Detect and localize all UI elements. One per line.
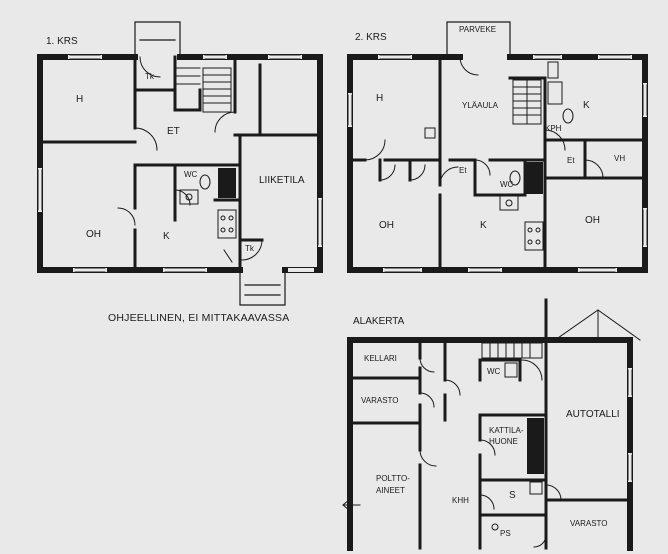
room-label-tk-bottom: Tk xyxy=(245,244,254,253)
room-label-kattila-line2: HUONE xyxy=(489,437,518,446)
room-label-et-left: Et xyxy=(459,166,467,175)
room-label-h-first: H xyxy=(76,94,84,105)
room-label-tk-top: Tk xyxy=(145,72,154,81)
room-label-kattila-line1: KATTILA- xyxy=(489,426,524,435)
second-floor-plan xyxy=(347,21,648,273)
room-label-wc-first: WC xyxy=(184,170,198,179)
room-label-wc-second: WC xyxy=(500,180,514,189)
room-label-parveke: PARVEKE xyxy=(459,25,497,34)
room-label-oh-first: OH xyxy=(86,229,101,240)
room-label-ylaaula: YLÄAULA xyxy=(462,101,499,110)
room-label-wc-basement: WC xyxy=(487,367,501,376)
first-floor-title: 1. KRS xyxy=(46,36,78,47)
room-label-k-top: K xyxy=(583,100,590,111)
basement-title: ALAKERTA xyxy=(353,316,405,327)
room-label-khh: KHH xyxy=(452,496,469,505)
second-floor-title: 2. KRS xyxy=(355,32,387,43)
room-label-et-first: ET xyxy=(167,126,180,137)
first-floor-plan xyxy=(37,21,323,306)
room-label-kellari: KELLARI xyxy=(364,354,397,363)
scale-note: OHJEELLINEN, EI MITTAKAAVASSA xyxy=(108,312,290,324)
room-label-poltto-line2: AINEET xyxy=(376,486,405,495)
basement-plan xyxy=(342,298,641,551)
room-label-varasto-left: VARASTO xyxy=(361,396,399,405)
room-label-k-first: K xyxy=(163,231,170,242)
room-label-oh-left: OH xyxy=(379,220,394,231)
room-label-poltto-line1: POLTTO- xyxy=(376,474,410,483)
room-label-kph: KPH xyxy=(545,124,562,133)
room-label-liiketila: LIIKETILA xyxy=(259,175,305,186)
room-label-ps: PS xyxy=(500,529,511,538)
room-label-vh: VH xyxy=(614,154,626,163)
room-label-oh-right: OH xyxy=(585,215,600,226)
room-label-et-right: Et xyxy=(567,156,575,165)
room-label-varasto-right: VARASTO xyxy=(570,519,608,528)
room-label-k-second: K xyxy=(480,220,487,231)
room-label-autotalli: AUTOTALLI xyxy=(566,409,620,420)
room-label-h-second: H xyxy=(376,93,384,104)
room-label-s: S xyxy=(509,490,516,501)
